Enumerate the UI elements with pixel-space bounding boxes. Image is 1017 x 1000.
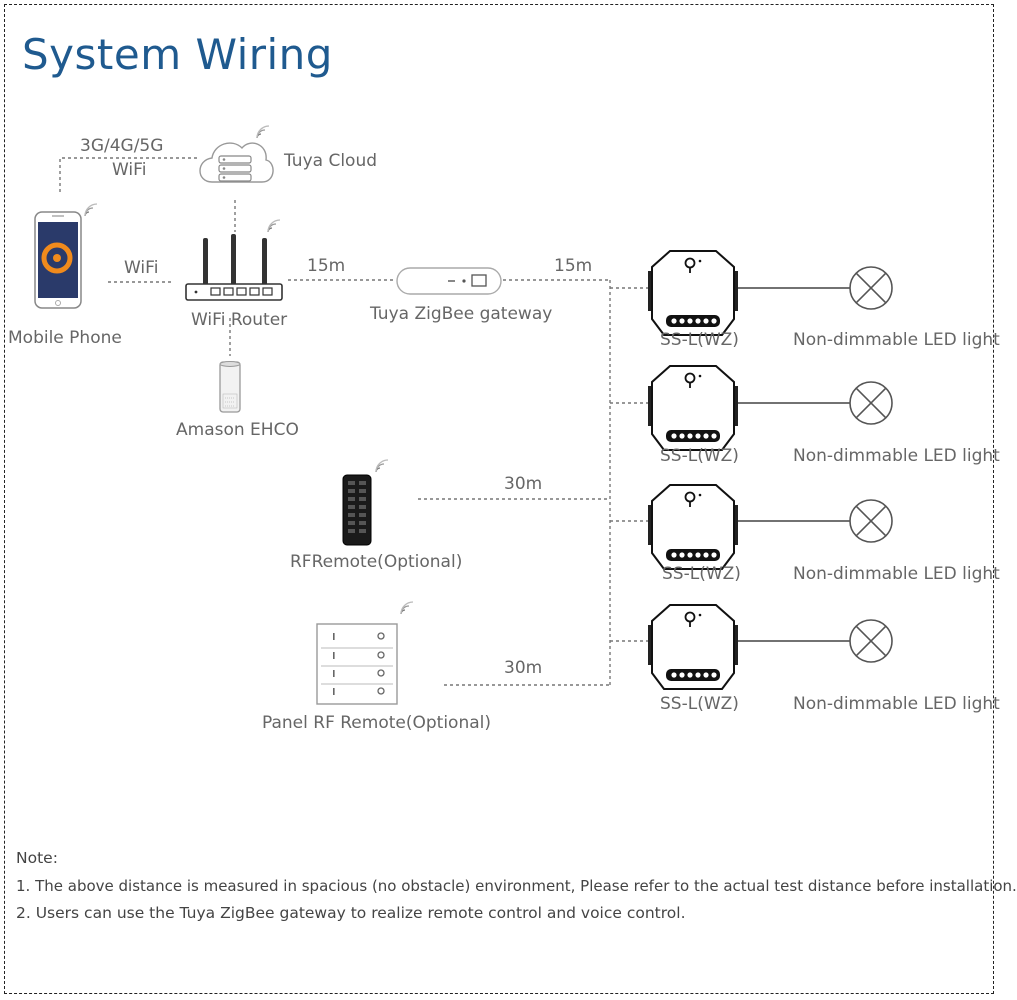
zigbee-gateway-icon <box>396 267 502 295</box>
light-label-1: Non-dimmable LED light <box>793 330 1000 350</box>
wifi-cloud-label: WiFi <box>112 160 147 180</box>
panel-rf-remote-icon <box>316 601 414 705</box>
solid-wires <box>736 287 850 642</box>
module-icon-3 <box>647 484 739 570</box>
light-label-4: Non-dimmable LED light <box>793 694 1000 714</box>
module-label-3: SS-L(WZ) <box>662 564 741 584</box>
router-icon <box>185 219 283 301</box>
note-heading: Note: <box>16 849 58 867</box>
mobile-phone-icon <box>34 203 98 309</box>
module-icon-1 <box>647 250 739 336</box>
led-light-icon-3 <box>849 499 893 543</box>
led-light-icon-4 <box>849 619 893 663</box>
module-label-1: SS-L(WZ) <box>660 330 739 350</box>
cloud-icon <box>199 125 274 183</box>
wifi-phone-label: WiFi <box>124 258 159 278</box>
module-icon-2 <box>647 365 739 451</box>
module-label-4: SS-L(WZ) <box>660 694 739 714</box>
note-line-1: 1. The above distance is measured in spa… <box>16 877 1017 895</box>
panel-remote-label: Panel RF Remote(Optional) <box>262 713 491 733</box>
page-title: System Wiring <box>22 30 333 79</box>
rf-remote-icon <box>342 459 389 546</box>
led-light-icon-1 <box>849 266 893 310</box>
panel-remote-distance: 30m <box>504 658 543 678</box>
gateway-label: Tuya ZigBee gateway <box>370 304 553 324</box>
light-label-3: Non-dimmable LED light <box>793 564 1000 584</box>
rf-remote-distance: 30m <box>504 474 543 494</box>
echo-speaker-icon <box>219 361 241 413</box>
led-light-icon-2 <box>849 381 893 425</box>
module-icon-4 <box>647 604 739 690</box>
cloud-label: Tuya Cloud <box>284 151 378 171</box>
gateway-module-distance: 15m <box>554 256 593 276</box>
router-gateway-distance: 15m <box>307 256 346 276</box>
light-label-2: Non-dimmable LED light <box>793 446 1000 466</box>
rf-remote-label: RFRemote(Optional) <box>290 552 463 572</box>
module-label-2: SS-L(WZ) <box>660 446 739 466</box>
network-label: 3G/4G/5G <box>80 136 164 156</box>
echo-label: Amason EHCO <box>176 420 299 440</box>
note-line-2: 2. Users can use the Tuya ZigBee gateway… <box>16 904 686 922</box>
phone-label: Mobile Phone <box>8 328 122 348</box>
diagram-frame <box>4 4 994 994</box>
dashed-links <box>59 157 648 686</box>
router-label: WiFi Router <box>191 310 288 330</box>
